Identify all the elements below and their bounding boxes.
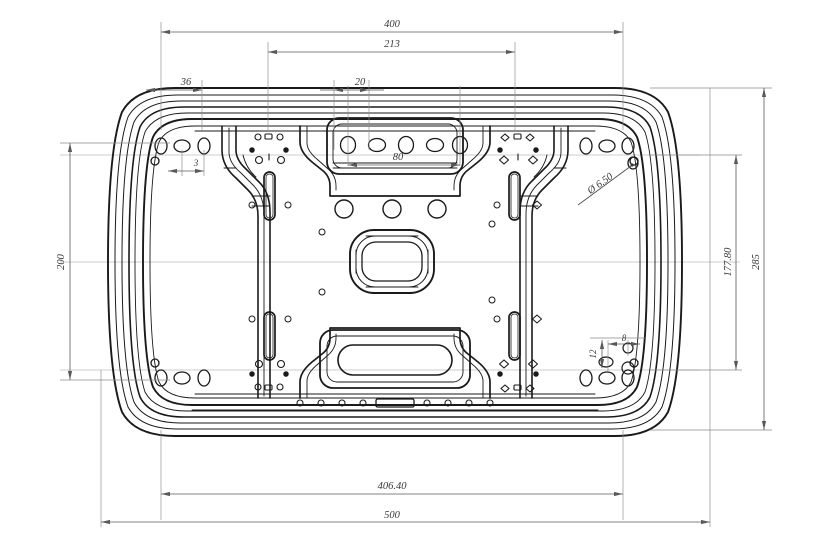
dim-label-12: 12 [588,349,598,359]
dim-label-80: 80 [393,152,404,163]
dim-label-400: 400 [384,19,401,30]
dim-label-36: 36 [180,77,192,88]
dim-label-20: 20 [355,77,366,88]
dim-label-213: 213 [384,39,400,50]
dim-label-3: 3 [193,158,199,168]
dim-label-17780: 177.80 [723,247,734,277]
centerlines [60,154,740,371]
dim-label-406: 406.40 [378,481,408,492]
extension-lines [60,22,772,527]
dim-label-8: 8 [622,333,627,343]
dim-label-285: 285 [751,254,762,270]
dimension-lines [67,29,767,525]
dim-label-500: 500 [384,510,401,521]
dim-label-200: 200 [56,253,67,270]
part-outline-group [107,87,683,437]
diameter-leader [577,163,634,206]
